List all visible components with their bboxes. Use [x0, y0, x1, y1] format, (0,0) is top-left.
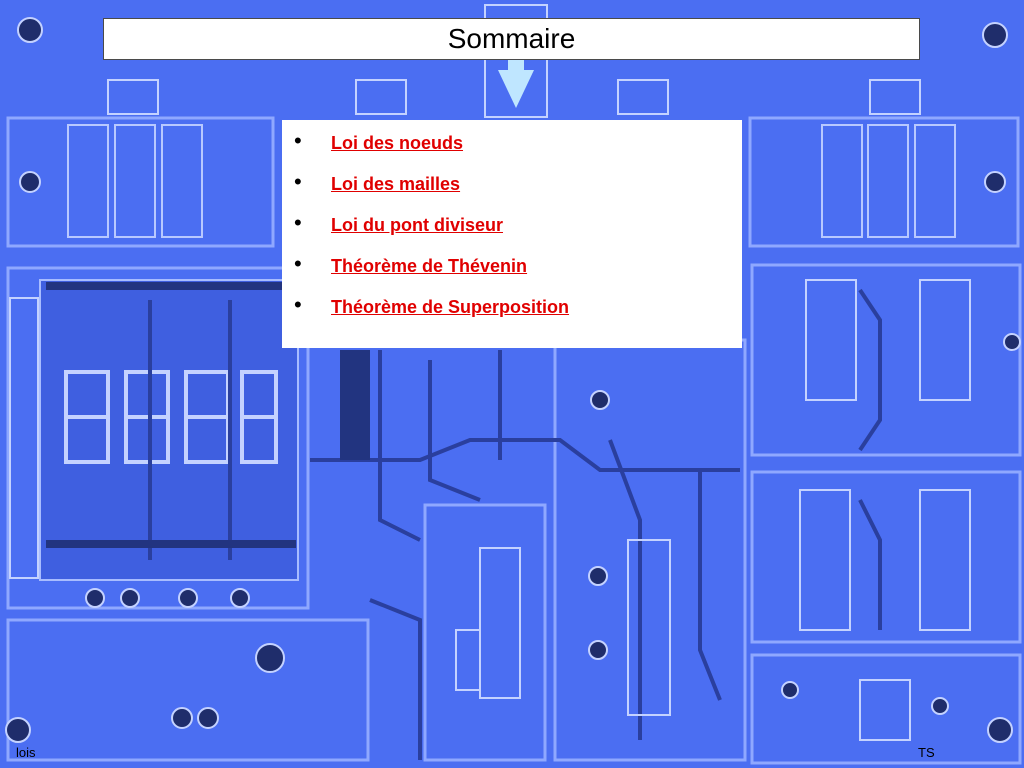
agenda-item-pont-diviseur: • Loi du pont diviseur	[282, 210, 742, 255]
agenda-item-thevenin: • Théorème de Thévenin	[282, 251, 742, 296]
bullet-icon: •	[294, 251, 302, 276]
slide-title: Sommaire	[103, 18, 920, 60]
link-loi-du-pont-diviseur[interactable]: Loi du pont diviseur	[331, 215, 503, 235]
agenda-list: • Loi des noeuds • Loi des mailles • Loi…	[282, 120, 742, 337]
agenda-item-superposition: • Théorème de Superposition	[282, 292, 742, 337]
agenda-panel: • Loi des noeuds • Loi des mailles • Loi…	[282, 120, 742, 348]
footer-left-label: lois	[16, 745, 36, 760]
agenda-item-loi-mailles: • Loi des mailles	[282, 169, 742, 214]
bullet-icon: •	[294, 210, 302, 235]
link-theoreme-thevenin[interactable]: Théorème de Thévenin	[331, 256, 528, 276]
link-loi-des-mailles[interactable]: Loi des mailles	[331, 174, 461, 194]
footer-right-label: TS	[918, 745, 935, 760]
bullet-icon: •	[294, 128, 302, 153]
bullet-icon: •	[294, 169, 302, 194]
link-loi-des-noeuds[interactable]: Loi des noeuds	[331, 133, 464, 153]
link-theoreme-superposition[interactable]: Théorème de Superposition	[331, 297, 570, 317]
bullet-icon: •	[294, 292, 302, 317]
agenda-item-loi-noeuds: • Loi des noeuds	[282, 128, 742, 173]
